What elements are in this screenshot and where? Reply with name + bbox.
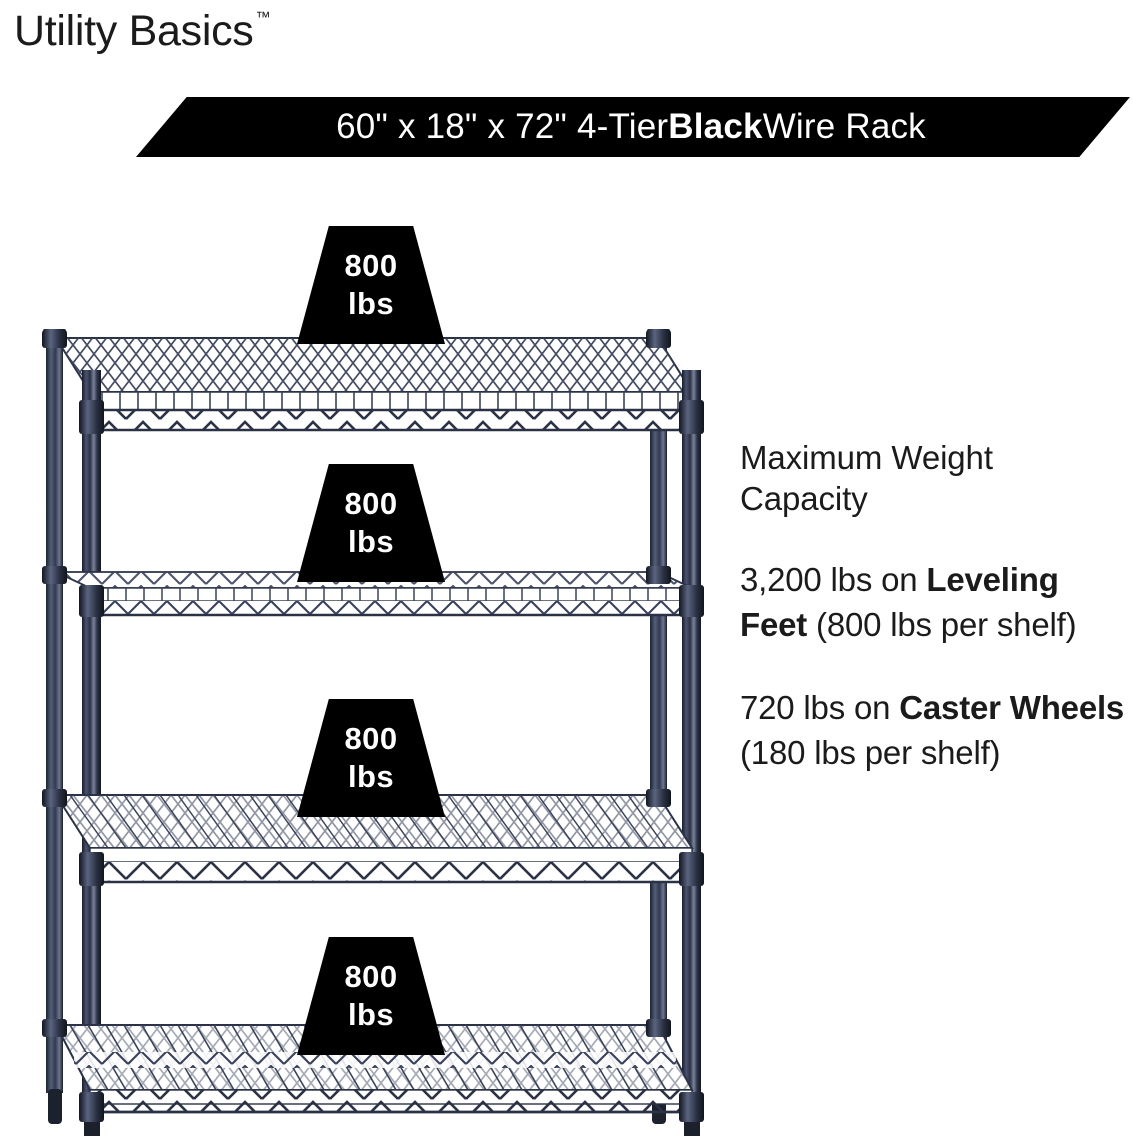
banner-parallelogram-shape — [136, 97, 1130, 157]
badge-unit: lbs — [348, 286, 394, 321]
brand-logo: Utility Basics ™ — [14, 5, 271, 57]
weight-badge-shelf-1: 800 lbs — [297, 226, 445, 344]
banner-title-emphasis: Black — [668, 107, 763, 146]
badge-content: 800 lbs — [297, 937, 445, 1055]
weight-badge-shelf-3: 800 lbs — [297, 699, 445, 817]
capacity-item-prefix: 720 lbs on — [740, 689, 900, 726]
badge-value: 800 — [344, 248, 398, 283]
shelf-3 — [42, 789, 704, 886]
banner-title-prefix: 60" x 18" x 72" 4-Tier — [336, 107, 669, 146]
banner-title-suffix: Wire Rack — [762, 107, 926, 146]
badge-content: 800 lbs — [297, 464, 445, 582]
capacity-item-suffix: (180 lbs per shelf) — [740, 734, 1001, 771]
capacity-item-caster-wheels: 720 lbs on Caster Wheels (180 lbs per sh… — [740, 685, 1125, 775]
weight-badge-shelf-4: 800 lbs — [297, 937, 445, 1055]
rack-back-posts — [43, 329, 670, 1124]
shelf-1-top — [54, 337, 694, 432]
capacity-item-suffix: (800 lbs per shelf) — [807, 606, 1077, 643]
product-title-banner: 60" x 18" x 72" 4-Tier Black Wire Rack — [136, 97, 1130, 157]
badge-unit: lbs — [348, 759, 394, 794]
badge-content: 800 lbs — [297, 226, 445, 344]
badge-value: 800 — [344, 721, 398, 756]
product-title-text: 60" x 18" x 72" 4-Tier Black Wire Rack — [136, 97, 1130, 157]
badge-unit: lbs — [348, 997, 394, 1032]
capacity-panel: Maximum Weight Capacity 3,200 lbs on Lev… — [740, 437, 1125, 775]
brand-name: Utility Basics — [14, 7, 254, 55]
shelf-4-bottom — [42, 1019, 704, 1122]
badge-unit: lbs — [348, 524, 394, 559]
weight-badge-shelf-2: 800 lbs — [297, 464, 445, 582]
capacity-heading: Maximum Weight Capacity — [740, 439, 993, 517]
badge-content: 800 lbs — [297, 699, 445, 817]
capacity-item-emphasis: Caster Wheels — [899, 689, 1125, 726]
trademark-symbol: ™ — [255, 9, 271, 26]
capacity-item-emphasis: Leveling Feet — [740, 561, 1059, 643]
rack-front-posts — [82, 370, 701, 1136]
badge-value: 800 — [344, 486, 398, 521]
badge-value: 800 — [344, 959, 398, 994]
capacity-item-leveling-feet: 3,200 lbs on Leveling Feet (800 lbs per … — [740, 557, 1125, 647]
capacity-item-prefix: 3,200 lbs on — [740, 561, 927, 598]
